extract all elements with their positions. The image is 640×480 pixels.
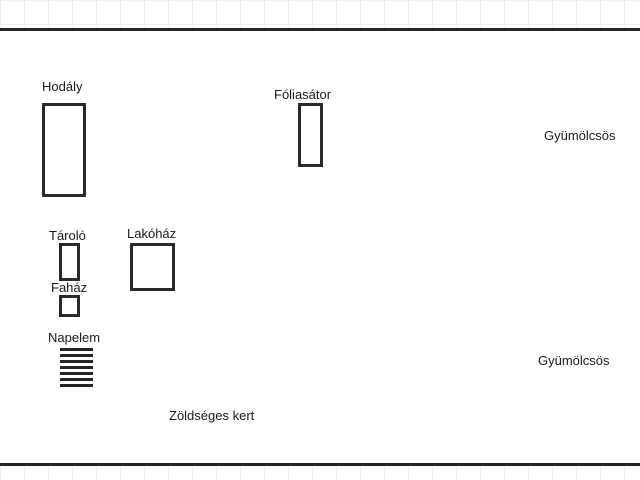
gyumolcsos-label-bottom: Gyümölcsös — [538, 353, 610, 368]
foliasator-label: Fóliasátor — [274, 87, 332, 102]
solar-panel-stripe — [60, 384, 93, 387]
solar-panel-stripe — [60, 354, 93, 357]
top-border-line — [0, 28, 640, 31]
tarolo-shape — [59, 243, 80, 281]
napelem-label: Napelem — [48, 330, 101, 345]
gyumolcsos-label-top: Gyümölcsös — [544, 128, 616, 143]
lakohaz-shape — [130, 243, 175, 291]
bottom-border-line — [0, 463, 640, 466]
fahaz-label: Faház — [51, 280, 88, 295]
solar-panel-stripe — [60, 360, 93, 363]
zoldseges-kert-label: Zöldséges kert — [169, 408, 255, 423]
foliasator-shape — [298, 103, 323, 167]
solar-panel-stripe — [60, 348, 93, 351]
lakohaz-label: Lakóház — [127, 226, 177, 241]
plot-area — [0, 30, 640, 464]
solar-panel-stripe — [60, 366, 93, 369]
hodaly-label: Hodály — [42, 79, 83, 94]
napelem-solar-panel-icon — [60, 348, 93, 388]
hodaly-shape — [42, 103, 86, 197]
fahaz-shape — [59, 295, 80, 317]
tarolo-label: Tároló — [49, 228, 86, 243]
solar-panel-stripe — [60, 378, 93, 381]
solar-panel-stripe — [60, 372, 93, 375]
